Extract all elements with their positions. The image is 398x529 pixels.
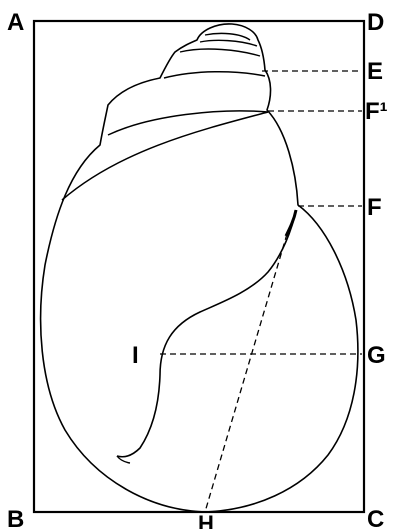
parietal-callus [116,455,131,464]
aperture-lip [284,209,298,237]
label-d: D [367,9,384,36]
label-b: B [7,506,24,529]
bounding-frame [32,19,366,514]
whorl-line-4 [163,70,266,79]
shell-outline [39,23,359,513]
whorl-line-5 [107,110,269,136]
label-e: E [367,58,383,85]
dashed-line-aperture-diagonal [204,233,288,513]
whorl-line-2 [199,39,258,47]
label-i: I [132,342,139,369]
label-a: A [7,9,24,36]
label-f: F [367,194,382,221]
body-whorl-suture [61,111,269,201]
columella-curve [116,209,297,458]
label-g: G [367,342,386,369]
label-f1: F¹ [365,98,388,125]
whorl-line-1 [204,32,251,41]
whorl-line-3 [179,48,261,57]
label-c: C [367,506,384,529]
label-h: H [198,511,214,529]
